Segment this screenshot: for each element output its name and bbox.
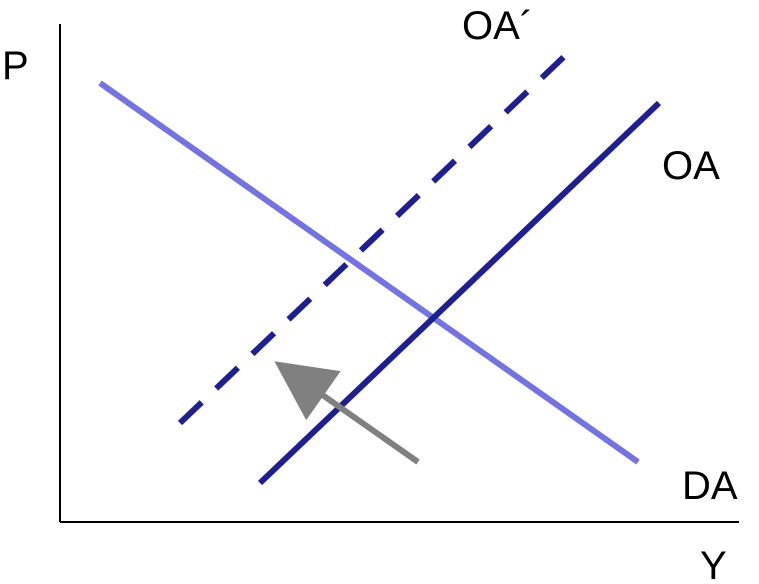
oa-shifted-label: OA´ bbox=[462, 4, 533, 48]
da-curve bbox=[98, 80, 640, 465]
y-axis-label: P bbox=[2, 44, 29, 88]
oa-shifted-curve bbox=[177, 47, 574, 426]
oa-curve bbox=[257, 100, 662, 486]
x-axis-label: Y bbox=[700, 544, 727, 584]
da-label: DA bbox=[682, 464, 738, 508]
oa-label: OA bbox=[662, 144, 720, 188]
shift-arrow bbox=[274, 361, 420, 465]
